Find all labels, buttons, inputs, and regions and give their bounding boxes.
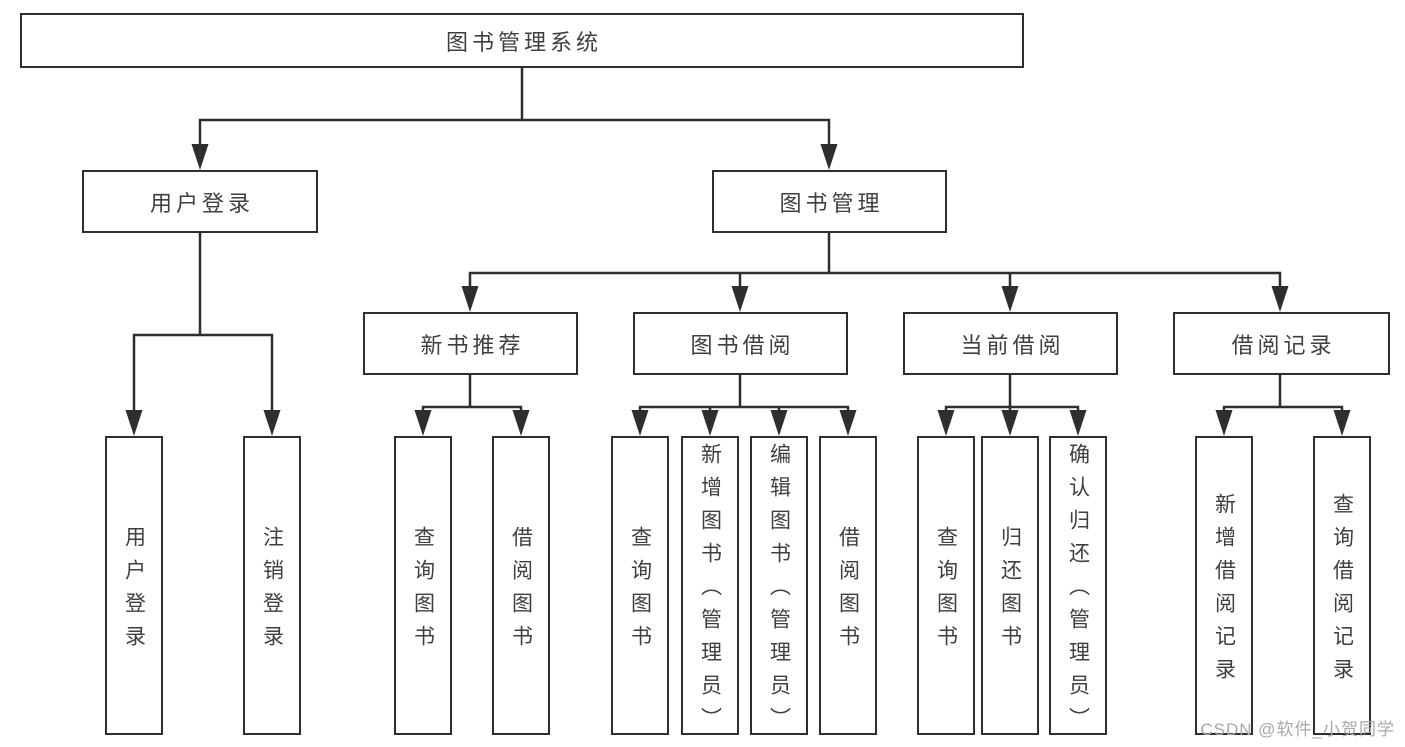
node-label: 用户登录	[149, 190, 254, 216]
node-current-borrowing: 当前借阅	[903, 312, 1118, 375]
node-library-management-system: 图书管理系统	[20, 13, 1024, 68]
leaf-label: 查询图书	[934, 525, 958, 658]
leaf-label: 借阅图书	[509, 525, 533, 658]
node-label: 图书管理	[779, 190, 884, 216]
leaf-label: 确认归还（管理员）	[1066, 443, 1090, 740]
leaf-bb-edit-books-admin: 编辑图书（管理员）	[750, 436, 808, 740]
node-label: 图书管理系统	[445, 29, 602, 55]
leaf-label: 查询借阅记录	[1330, 492, 1354, 691]
arrowheads	[125, 144, 1351, 436]
leaf-label: 归还图书	[998, 525, 1022, 658]
node-book-management: 图书管理	[712, 170, 947, 233]
node-label: 图书借阅	[690, 332, 795, 358]
leaf-br-query-record: 查询借阅记录	[1313, 436, 1371, 735]
node-user-login: 用户登录	[82, 170, 318, 233]
leaf-label: 借阅图书	[836, 525, 860, 658]
leaf-label: 注销登录	[260, 525, 284, 658]
leaf-cb-confirm-return-admin: 确认归还（管理员）	[1049, 436, 1107, 740]
node-label: 当前借阅	[960, 332, 1065, 358]
leaf-logout: 注销登录	[243, 436, 301, 735]
leaf-label: 编辑图书（管理员）	[767, 443, 791, 740]
leaf-bb-add-books-admin: 新增图书（管理员）	[681, 436, 739, 740]
node-book-borrowing: 图书借阅	[633, 312, 848, 375]
leaf-label: 查询图书	[628, 525, 652, 658]
leaf-label: 用户登录	[122, 525, 146, 658]
node-label: 借阅记录	[1231, 332, 1336, 358]
leaf-cb-return-books: 归还图书	[981, 436, 1039, 735]
leaf-nb-query-books: 查询图书	[394, 436, 452, 735]
watermark: CSDN @软件_小贺同学	[1200, 720, 1395, 739]
leaf-label: 新增图书（管理员）	[698, 443, 722, 740]
leaf-label: 查询图书	[411, 525, 435, 658]
leaf-bb-query-books: 查询图书	[611, 436, 669, 735]
leaf-label: 新增借阅记录	[1212, 492, 1236, 691]
leaf-bb-borrow-books: 借阅图书	[819, 436, 877, 735]
leaf-cb-query-books: 查询图书	[917, 436, 975, 735]
leaf-nb-borrow-books: 借阅图书	[492, 436, 550, 735]
node-new-book-recommendation: 新书推荐	[363, 312, 578, 375]
leaf-br-add-record: 新增借阅记录	[1195, 436, 1253, 735]
leaf-user-login: 用户登录	[105, 436, 163, 735]
node-borrowing-records: 借阅记录	[1173, 312, 1390, 375]
node-label: 新书推荐	[420, 332, 525, 358]
